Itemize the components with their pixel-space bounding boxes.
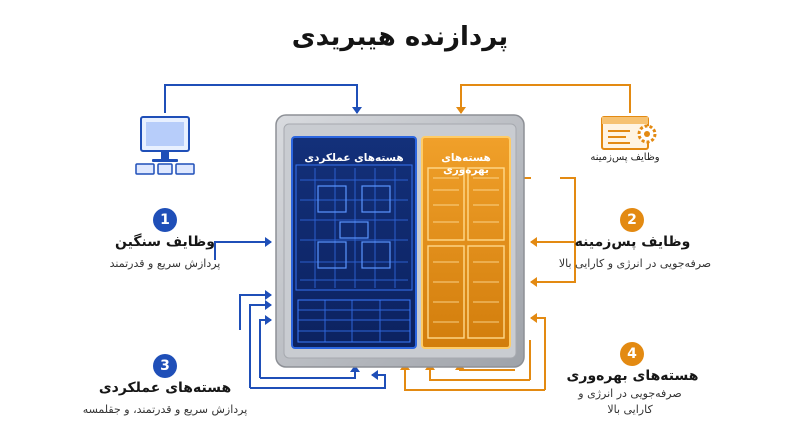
efficiency-cores-heading: هسته‌های بهره‌وری xyxy=(566,368,699,384)
arrow-left-1 xyxy=(214,237,272,260)
efficiency-cores-block xyxy=(421,136,511,349)
background-tasks-desc: صرفه‌جویی در انرژی و کارایی بالا xyxy=(558,257,712,270)
heavy-tasks-desc: پردازش سریع و قدرتمند xyxy=(109,257,221,270)
settings-window-icon xyxy=(601,116,657,150)
heavy-tasks-heading: وظایف سنگین xyxy=(115,234,215,250)
loop-bottom-orange-1 xyxy=(400,363,545,391)
step-4-badge: 4 xyxy=(620,342,644,366)
arrow-right-1 xyxy=(555,177,576,283)
performance-cores-block xyxy=(291,136,417,349)
loop-bottom-blue-1 xyxy=(250,370,386,389)
step-2-badge: 2 xyxy=(620,208,644,232)
step-3-badge: 3 xyxy=(153,354,177,378)
performance-cores-desc: پردازش سریع و قدرتمند، و جقلمسه xyxy=(82,403,248,416)
arrow-left-4 xyxy=(259,315,272,378)
desktop-computer-icon xyxy=(135,116,195,175)
page-title: پردازنده هیبریدی xyxy=(291,22,509,52)
arrow-left-2 xyxy=(239,290,272,330)
background-tasks-caption: وظایف پس‌زمینه xyxy=(590,152,660,163)
step-1-badge: 1 xyxy=(153,208,177,232)
chip xyxy=(275,114,525,368)
performance-cores-label: هسته‌های عملکردی xyxy=(304,152,404,164)
efficiency-cores-desc-line2: کارایی بالا xyxy=(607,403,653,416)
arrow-top-left xyxy=(164,84,362,114)
loop-bottom-orange-2 xyxy=(425,363,530,381)
loop-bottom-blue-2 xyxy=(260,365,360,379)
performance-cores-heading: هسته‌های عملکردی xyxy=(98,380,232,396)
background-tasks-heading: وظایف پس‌زمینه xyxy=(574,234,691,250)
efficiency-cores-label: هسته‌های بهره‌وری xyxy=(441,152,491,176)
arrow-right-4 xyxy=(530,313,546,390)
arrow-top-right xyxy=(456,84,631,114)
efficiency-cores-desc-line1: صرفه‌جویی در انرژی و xyxy=(578,387,682,400)
arrow-left-3 xyxy=(249,300,272,388)
